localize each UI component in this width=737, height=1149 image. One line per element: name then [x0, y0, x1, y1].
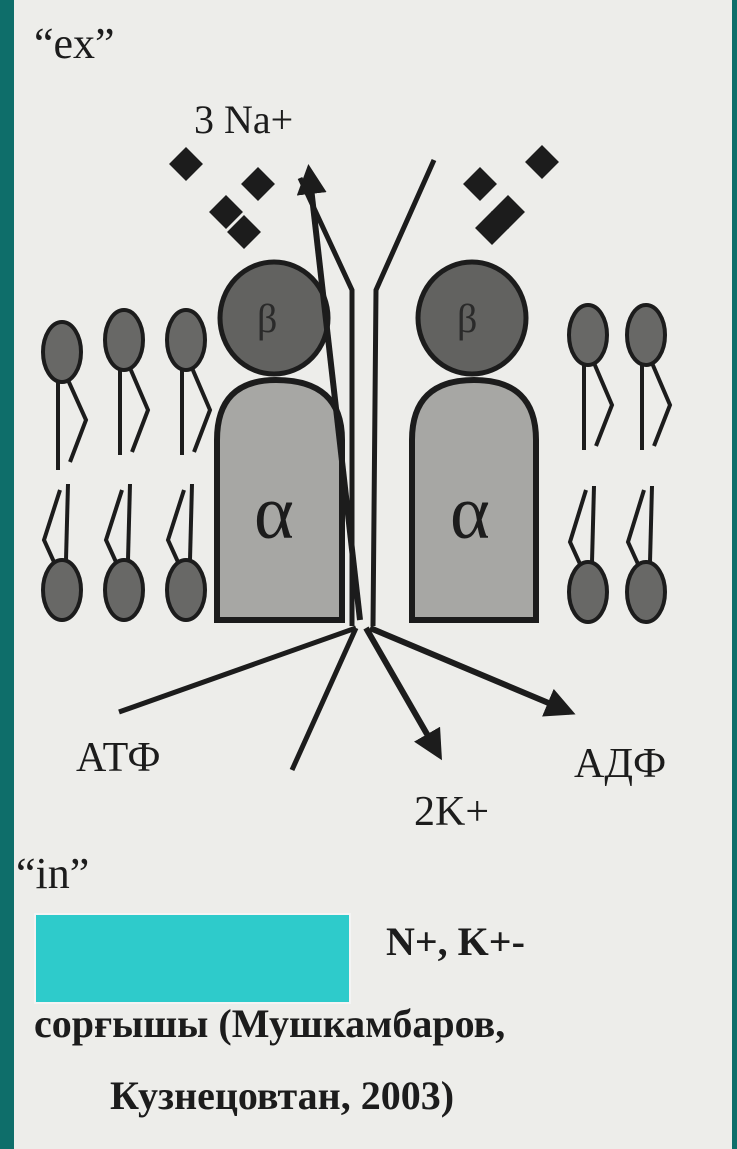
redaction-box	[34, 913, 351, 1004]
atp-label: АТФ	[76, 734, 161, 782]
potassium-label: 2K+	[414, 788, 489, 836]
sodium-ions-right	[463, 145, 559, 245]
caption-line-2: сорғышы (Мушкамбаров,	[34, 1000, 505, 1047]
extracellular-label: “ex”	[34, 18, 115, 69]
potassium-arrow	[366, 628, 439, 755]
adp-arrow	[370, 628, 570, 712]
sodium-label: 3 Na+	[194, 96, 293, 143]
sodium-ions-left	[169, 147, 275, 249]
adp-label: АДФ	[574, 740, 666, 788]
lipid-bilayer-right	[569, 305, 670, 622]
caption-line-3: Кузнецовтан, 2003)	[110, 1072, 454, 1119]
intracellular-label: “in”	[16, 848, 89, 899]
caption-line-1: N+, K+-	[386, 918, 525, 965]
figure-frame: β β α α “ex” 3 Na+ АТФ АДФ 2K+ “in” N+, …	[14, 0, 732, 1149]
beta-label-right: β	[457, 295, 477, 342]
alpha-label-right: α	[450, 470, 490, 557]
alpha-label-left: α	[254, 470, 294, 557]
atp-line	[119, 628, 356, 712]
lipid-bilayer-left	[43, 310, 210, 620]
beta-label-left: β	[257, 295, 277, 342]
